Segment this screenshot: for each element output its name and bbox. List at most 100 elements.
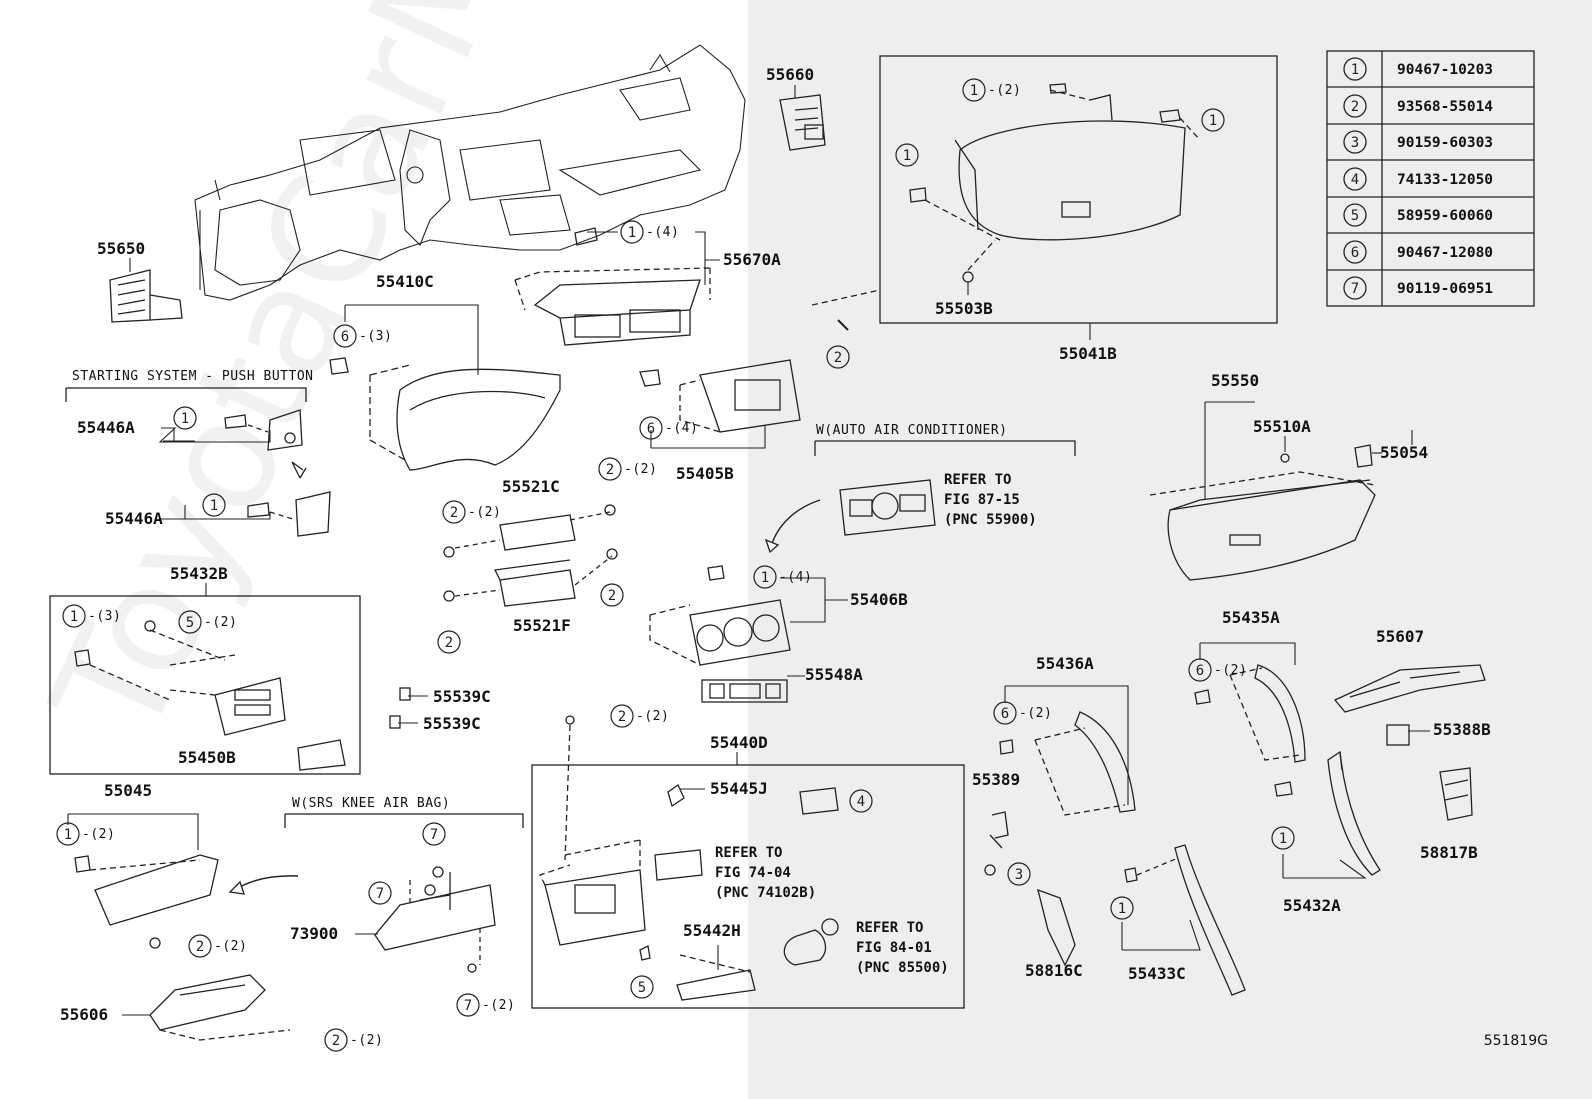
svg-text:1: 1 — [70, 609, 78, 625]
svg-text:6: 6 — [1351, 245, 1359, 261]
part-55503B[interactable]: 55503B — [935, 299, 993, 318]
svg-text:2: 2 — [445, 635, 453, 651]
part-55406B[interactable]: 55406B — [850, 590, 908, 609]
qty-label: -(2) — [204, 615, 238, 630]
climate-control-panel — [649, 565, 791, 666]
svg-text:6: 6 — [647, 421, 655, 437]
svg-text:1: 1 — [1351, 62, 1359, 78]
part-55405B[interactable]: 55405B — [676, 464, 734, 483]
qty-label: -(2) — [1019, 706, 1053, 721]
part-55041B[interactable]: 55041B — [1059, 344, 1117, 363]
svg-text:3: 3 — [1015, 867, 1023, 883]
qty-label: -(2) — [636, 709, 670, 724]
legend-code-2: 93568-55014 — [1397, 99, 1494, 115]
svg-text:4: 4 — [857, 794, 865, 810]
part-55660[interactable]: 55660 — [766, 65, 815, 84]
part-55550[interactable]: 55550 — [1211, 371, 1260, 390]
svg-text:3: 3 — [1351, 135, 1359, 151]
part-55445J[interactable]: 55445J — [710, 779, 768, 798]
part-55436A[interactable]: 55436A — [1036, 654, 1094, 673]
part-55435A[interactable]: 55435A — [1222, 608, 1280, 627]
center-vent-assembly — [514, 227, 711, 346]
part-58817B[interactable]: 58817B — [1420, 843, 1478, 862]
svg-text:1: 1 — [210, 498, 218, 514]
reference-note-auto-ac: REFER TO FIG 87-15 (PNC 55900) — [944, 472, 1037, 528]
part-73900[interactable]: 73900 — [290, 924, 339, 943]
dash-frame-drawing — [194, 44, 746, 301]
svg-text:7: 7 — [1351, 281, 1359, 297]
section-srs-knee: W(SRS KNEE AIR BAG) — [292, 796, 451, 811]
part-55389[interactable]: 55389 — [972, 770, 1021, 789]
part-55539C-lower[interactable]: 55539C — [423, 714, 481, 733]
svg-text:2: 2 — [1351, 99, 1359, 115]
part-55450B[interactable]: 55450B — [178, 748, 236, 767]
push-button-group-box — [49, 595, 361, 775]
bracket-55389 — [984, 811, 1009, 876]
svg-text:1: 1 — [628, 225, 636, 241]
lower-center-panel-55440D — [539, 715, 839, 1001]
svg-text:6: 6 — [341, 329, 349, 345]
section-starting-system: STARTING SYSTEM - PUSH BUTTON — [72, 369, 314, 384]
side-vent-right — [779, 94, 826, 151]
part-55388B[interactable]: 55388B — [1433, 720, 1491, 739]
svg-text:4: 4 — [1351, 172, 1359, 188]
legend-code-7: 90119-06951 — [1397, 281, 1494, 297]
lower-center-group-box — [531, 764, 965, 1009]
qty-label: -(2) — [468, 505, 502, 520]
legend-code-1: 90467-10203 — [1397, 62, 1494, 78]
part-55442H[interactable]: 55442H — [683, 921, 741, 940]
part-55432A[interactable]: 55432A — [1283, 896, 1341, 915]
part-55521C[interactable]: 55521C — [502, 477, 560, 496]
side-vent-left — [109, 269, 183, 323]
svg-text:2: 2 — [196, 939, 204, 955]
part-55670A[interactable]: 55670A — [723, 250, 781, 269]
part-55433C[interactable]: 55433C — [1128, 964, 1186, 983]
qty-label: -(3) — [359, 329, 393, 344]
part-55054[interactable]: 55054 — [1380, 443, 1429, 462]
part-55432B[interactable]: 55432B — [170, 564, 228, 583]
lower-pillar-55433C — [1124, 844, 1246, 996]
lower-finish-panel-55045 — [74, 854, 219, 949]
part-55045[interactable]: 55045 — [104, 781, 153, 800]
part-55410C[interactable]: 55410C — [376, 272, 434, 291]
svg-text:1: 1 — [1209, 113, 1217, 129]
bracket-58816C — [1037, 888, 1076, 967]
part-55440D[interactable]: 55440D — [710, 733, 768, 752]
part-55446A-upper[interactable]: 55446A — [77, 418, 135, 437]
svg-text:5: 5 — [638, 980, 646, 996]
legend-code-6: 90467-12080 — [1397, 245, 1494, 261]
legend-code-3: 90159-60303 — [1397, 135, 1494, 151]
part-55548A[interactable]: 55548A — [805, 665, 863, 684]
side-panel-55435A — [1194, 664, 1306, 763]
part-55539C-upper[interactable]: 55539C — [433, 687, 491, 706]
cluster-hood — [329, 357, 561, 471]
push-button-drawing — [224, 409, 331, 537]
svg-text:1: 1 — [970, 83, 978, 99]
part-55446A-lower[interactable]: 55446A — [105, 509, 163, 528]
qty-label: -(2) — [350, 1033, 384, 1048]
center-lower-trim-drawing — [74, 620, 346, 771]
svg-text:7: 7 — [376, 886, 384, 902]
glovebox-door — [909, 83, 1201, 283]
part-55521F[interactable]: 55521F — [513, 616, 571, 635]
qty-label: -(2) — [482, 998, 516, 1013]
legend-table — [1326, 50, 1535, 307]
leader-lines — [67, 85, 1430, 1016]
qty-label: -(4) — [646, 225, 680, 240]
part-55607[interactable]: 55607 — [1376, 627, 1425, 646]
svg-text:6: 6 — [1196, 663, 1204, 679]
catalog-number: 551819G — [1483, 1033, 1548, 1049]
qty-label: -(2) — [82, 827, 116, 842]
glovebox-bin — [1149, 444, 1376, 581]
knee-airbag-73900 — [374, 866, 496, 973]
hazard-switch-plate — [701, 679, 788, 703]
part-55510A[interactable]: 55510A — [1253, 417, 1311, 436]
reference-note-fig-84: REFER TO FIG 84-01 (PNC 85500) — [856, 920, 949, 976]
part-55650[interactable]: 55650 — [97, 239, 146, 258]
part-55606[interactable]: 55606 — [60, 1005, 109, 1024]
callout-numbers: 1 1 1 1 6 2 1 6 2 1 2 2 2 1 1 5 6 6 2 4 … — [64, 62, 1359, 1049]
part-58816C[interactable]: 58816C — [1025, 961, 1083, 980]
auto-ac-panel — [839, 479, 936, 536]
